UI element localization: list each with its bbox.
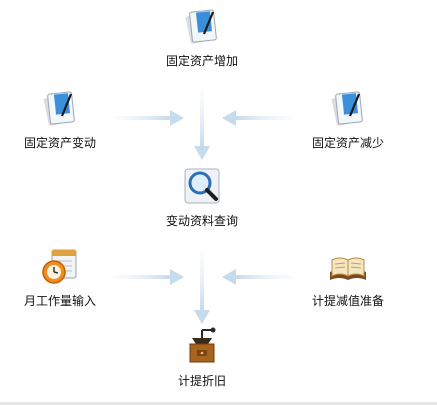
document-pen-icon bbox=[43, 91, 75, 126]
node-label: 固定资产变动 bbox=[23, 136, 96, 150]
arrow-decrease-to-center bbox=[222, 110, 294, 126]
document-pen-icon bbox=[331, 91, 363, 126]
document-pen-icon bbox=[185, 9, 217, 44]
node-depreciation[interactable]: 计提折旧 bbox=[142, 326, 262, 388]
open-book-icon bbox=[330, 257, 366, 280]
node-impairment[interactable]: 计提减值准备 bbox=[288, 246, 408, 308]
node-label: 月工作量输入 bbox=[23, 294, 96, 308]
node-change-query[interactable]: 变动资料查询 bbox=[142, 166, 262, 228]
arrow-increase-to-query bbox=[194, 88, 210, 160]
arrow-input-to-center bbox=[112, 269, 184, 285]
grinder-icon bbox=[189, 327, 216, 363]
arrow-impairment-to-center bbox=[222, 269, 294, 285]
bottom-divider bbox=[0, 402, 437, 405]
node-label: 变动资料查询 bbox=[165, 214, 238, 228]
arrow-change-to-center bbox=[112, 110, 184, 126]
node-asset-increase[interactable]: 固定资产增加 bbox=[142, 6, 262, 68]
node-label: 固定资产增加 bbox=[165, 54, 238, 68]
node-monthly-input[interactable]: 月工作量输入 bbox=[0, 246, 120, 308]
calendar-clock-icon bbox=[42, 249, 77, 284]
node-label: 固定资产减少 bbox=[311, 136, 384, 150]
magnifier-icon bbox=[184, 168, 220, 204]
arrow-query-to-depreciation bbox=[194, 250, 210, 324]
node-asset-change[interactable]: 固定资产变动 bbox=[0, 88, 120, 150]
node-label: 计提折旧 bbox=[177, 374, 226, 388]
node-label: 计提减值准备 bbox=[311, 294, 384, 308]
node-asset-decrease[interactable]: 固定资产减少 bbox=[288, 88, 408, 150]
